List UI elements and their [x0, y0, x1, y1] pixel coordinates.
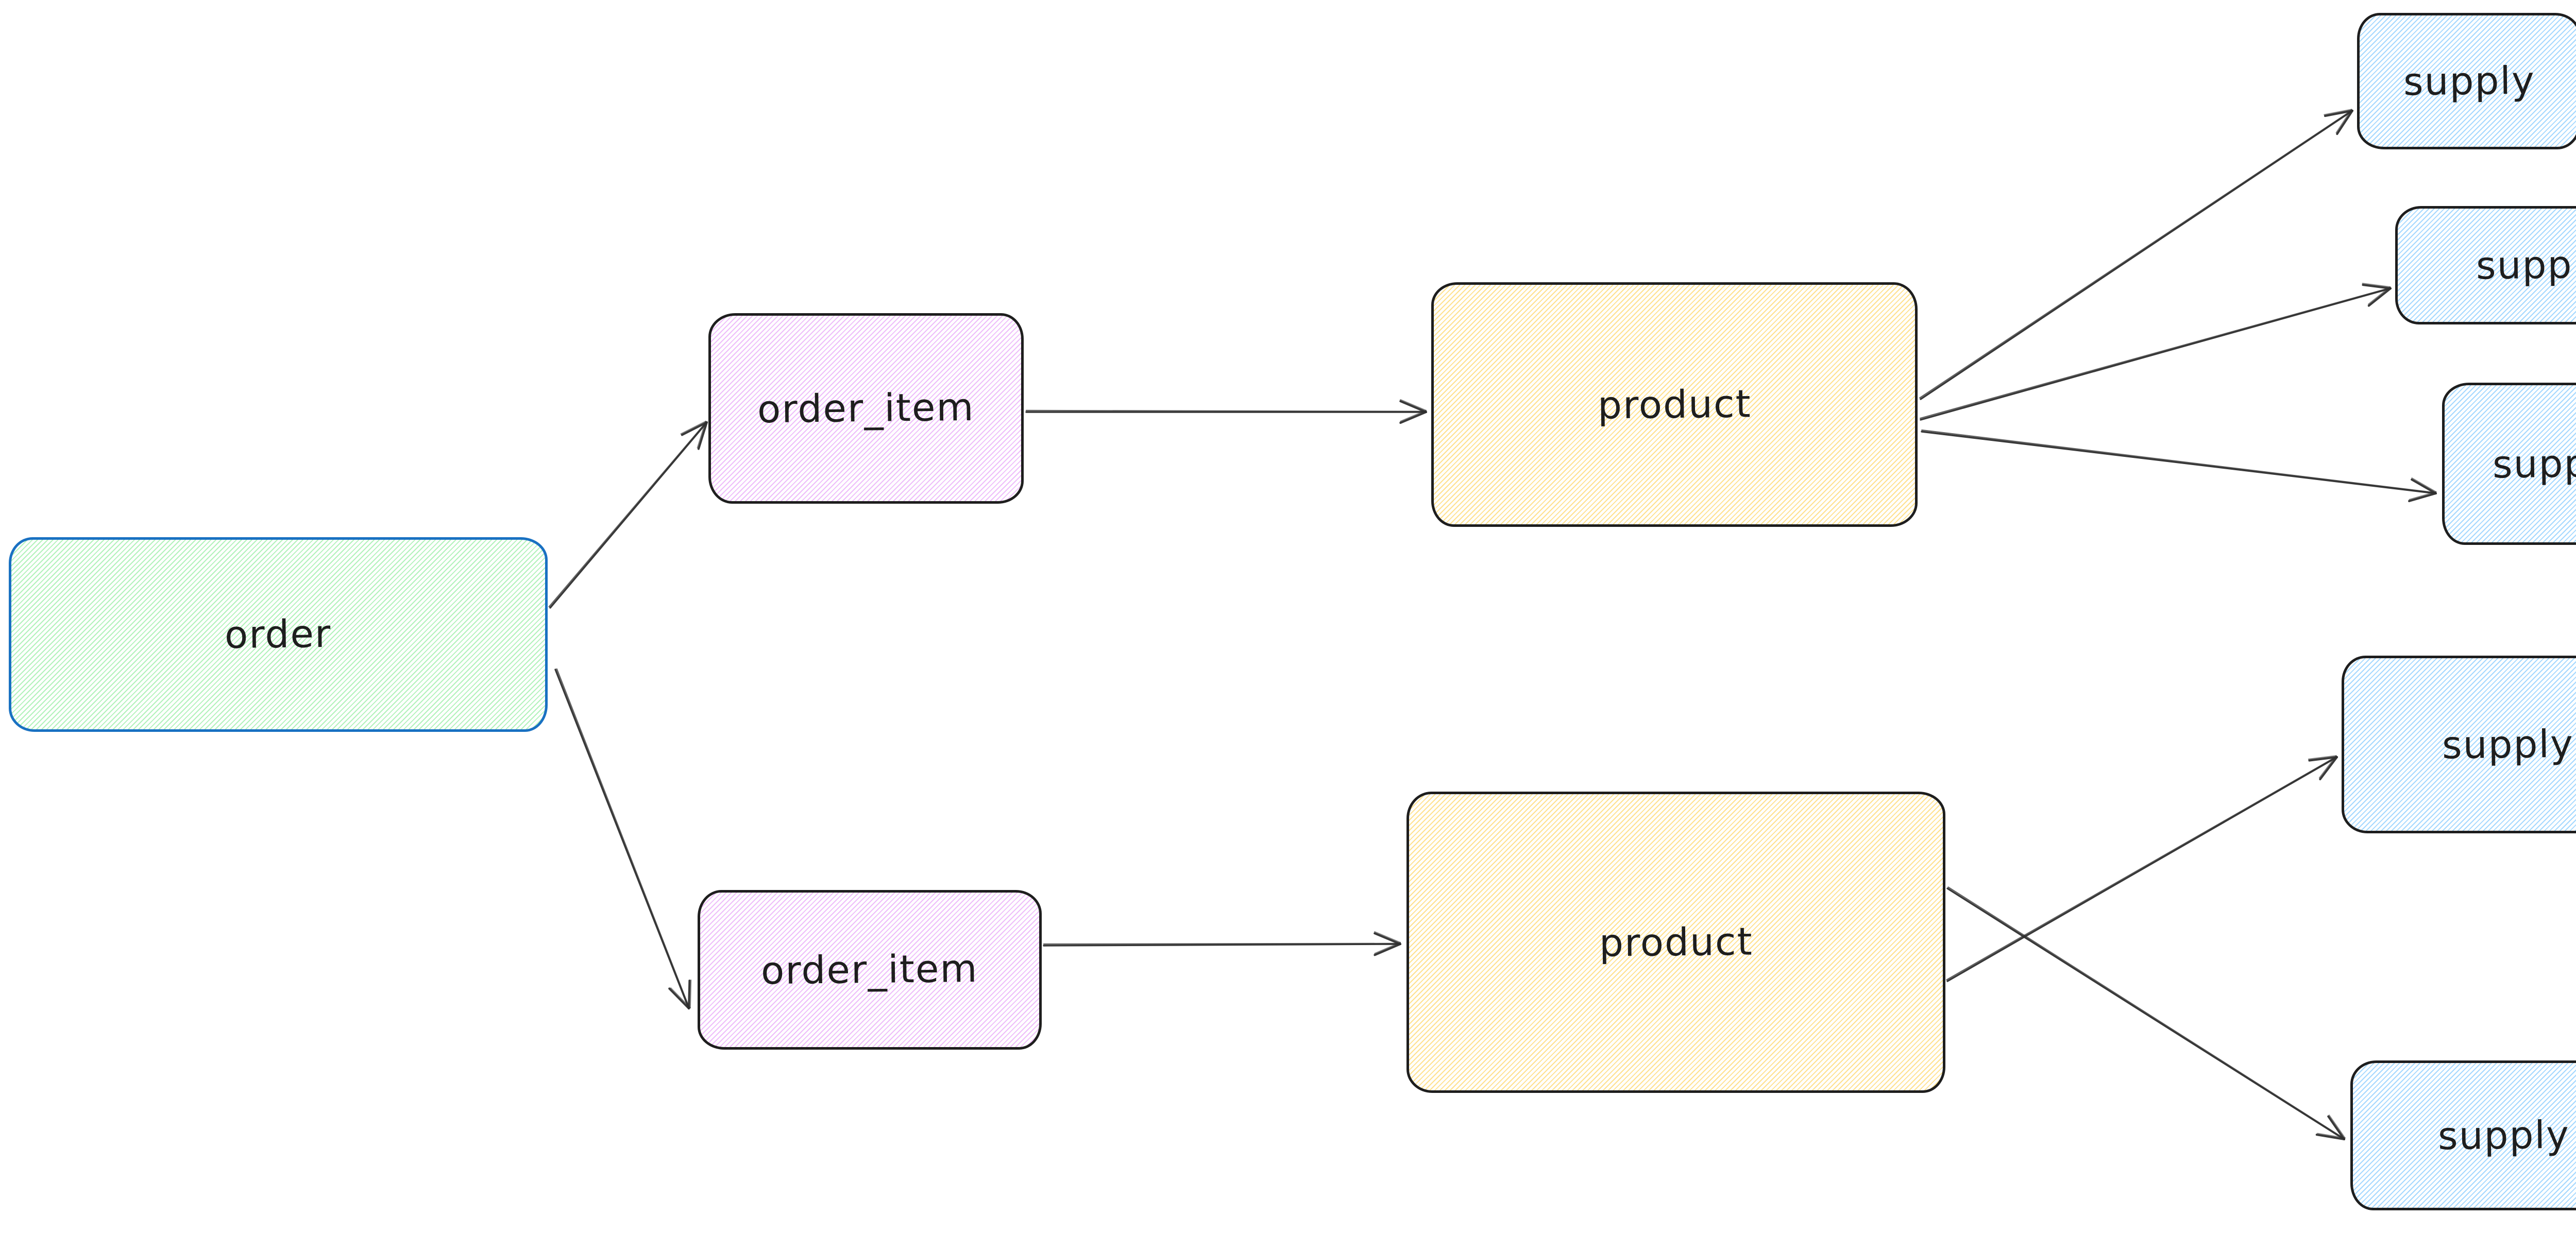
- edge-product-2-to-supply-4[interactable]: [1946, 755, 2338, 982]
- edge-order-item-2-to-product-2[interactable]: [1043, 931, 1401, 956]
- node-label: supply: [2492, 441, 2576, 487]
- node-label: supply: [2437, 1112, 2570, 1158]
- node-order[interactable]: order: [9, 537, 548, 732]
- node-label: order_item: [757, 385, 975, 432]
- edge-order-to-order-item-1[interactable]: [548, 420, 708, 609]
- node-label: order: [224, 611, 332, 658]
- node-label: product: [1599, 919, 1753, 966]
- node-supply-4[interactable]: supply: [2342, 656, 2576, 833]
- node-label: supply: [2476, 242, 2576, 288]
- node-product-1[interactable]: product: [1431, 282, 1918, 527]
- node-order-item-2[interactable]: order_item: [698, 890, 1042, 1050]
- node-order-item-1[interactable]: order_item: [708, 313, 1024, 504]
- node-supply-3[interactable]: supply: [2442, 383, 2576, 545]
- node-label: supply: [2403, 58, 2535, 104]
- node-label: supply: [2442, 722, 2574, 767]
- edge-product-1-to-supply-2[interactable]: [1919, 283, 2392, 421]
- node-supply-1[interactable]: supply: [2357, 13, 2576, 149]
- node-label: order_item: [760, 946, 979, 994]
- node-supply-5[interactable]: supply: [2350, 1060, 2576, 1210]
- node-supply-2[interactable]: supply: [2395, 206, 2576, 324]
- edge-order-item-1-to-product-1[interactable]: [1025, 399, 1427, 424]
- edge-product-2-to-supply-5[interactable]: [1946, 886, 2346, 1140]
- edge-product-1-to-supply-1[interactable]: [1919, 109, 2353, 400]
- node-label: product: [1597, 381, 1752, 428]
- edge-order-to-order-item-2[interactable]: [554, 668, 692, 1009]
- edge-product-1-to-supply-3[interactable]: [1921, 429, 2437, 502]
- node-product-2[interactable]: product: [1406, 792, 1945, 1093]
